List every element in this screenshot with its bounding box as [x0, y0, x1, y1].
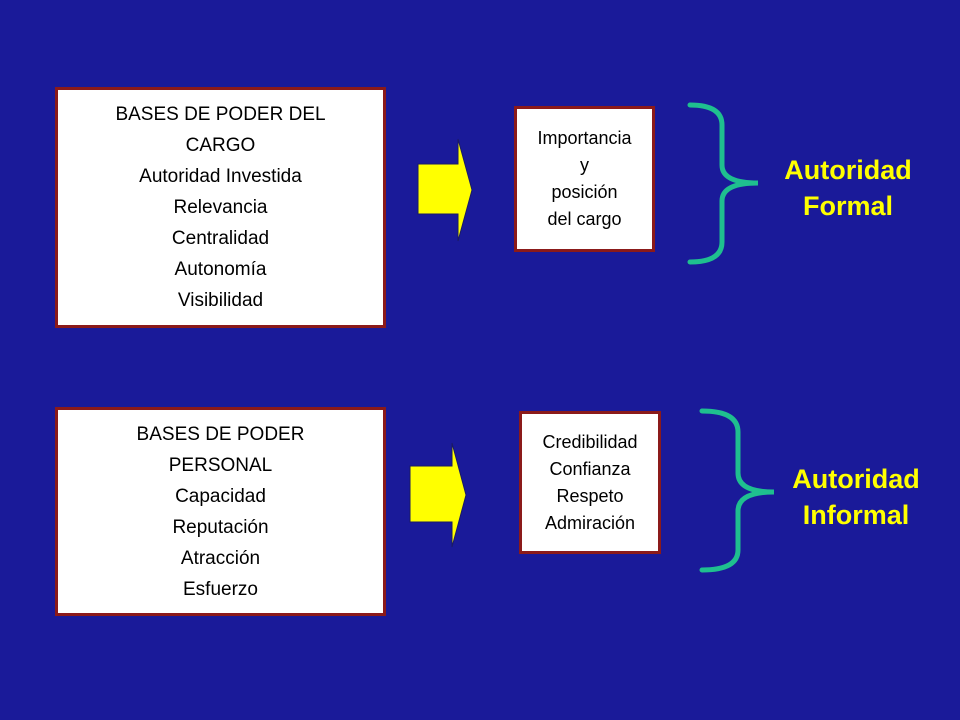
- bases-line: Reputación: [172, 516, 269, 538]
- bases-line: Centralidad: [171, 228, 270, 249]
- bases-line: CARGO: [185, 135, 256, 156]
- curly-brace-icon: [687, 102, 759, 265]
- outcome-line: Admiración: [544, 512, 636, 533]
- arrow-right-icon: [417, 138, 473, 242]
- outcome-line: del cargo: [547, 209, 622, 229]
- outcome-line: posición: [551, 182, 618, 202]
- bases-poder-cargo-box: BASES DE PODER DEL CARGO Autoridad Inves…: [55, 87, 386, 328]
- bases-line: Atracción: [180, 547, 261, 569]
- bases-line: Autonomía: [174, 259, 267, 280]
- result-line: Formal: [802, 191, 894, 221]
- autoridad-informal-label: Autoridad Informal: [766, 461, 946, 533]
- outcome-line: Respeto: [556, 485, 624, 506]
- outcome-line: Credibilidad: [542, 431, 638, 452]
- credibilidad-confianza-box: Credibilidad Confianza Respeto Admiració…: [519, 411, 661, 554]
- bases-line: Visibilidad: [177, 290, 264, 311]
- outcome-line: Importancia: [537, 128, 632, 148]
- result-line: Informal: [802, 500, 910, 530]
- bases-line: Autoridad Investida: [139, 166, 302, 187]
- result-line: Autoridad: [792, 464, 920, 494]
- bases-line: Relevancia: [173, 197, 268, 218]
- outcome-line: y: [580, 155, 589, 175]
- importancia-posicion-box: Importancia y posición del cargo: [514, 106, 655, 252]
- bases-line: PERSONAL: [168, 454, 273, 476]
- result-line: Autoridad: [784, 155, 912, 185]
- outcome-line: Confianza: [549, 458, 631, 479]
- arrow-right-icon: [409, 442, 467, 548]
- bases-line: BASES DE PODER: [136, 423, 305, 445]
- bases-line: BASES DE PODER DEL: [115, 104, 326, 125]
- bases-line: Capacidad: [175, 485, 266, 507]
- bases-poder-personal-box: BASES DE PODER PERSONAL Capacidad Reputa…: [55, 407, 386, 616]
- bases-line: Esfuerzo: [183, 578, 258, 600]
- curly-brace-icon: [699, 408, 775, 573]
- autoridad-formal-label: Autoridad Formal: [758, 152, 938, 224]
